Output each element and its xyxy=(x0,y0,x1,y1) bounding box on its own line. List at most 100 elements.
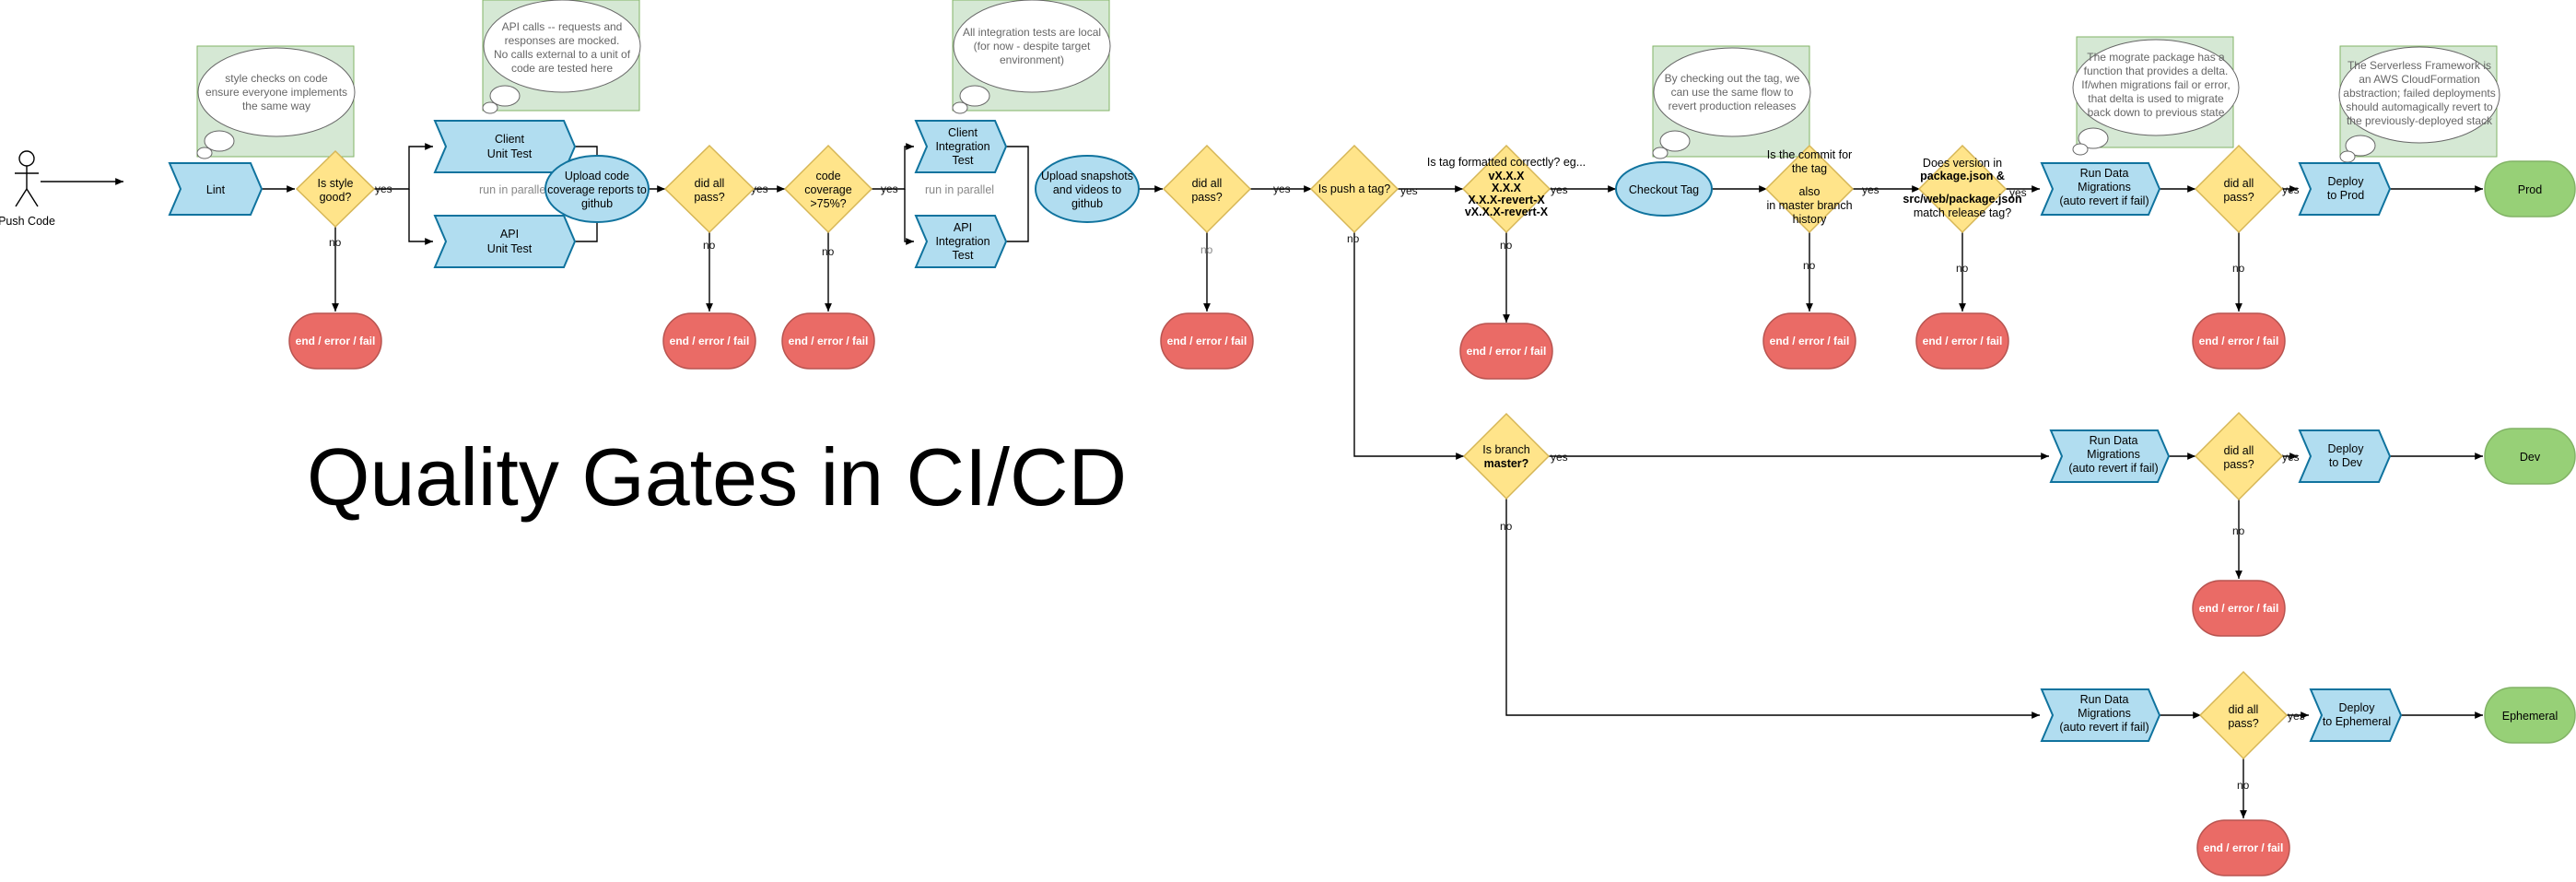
decision-label: also xyxy=(1799,185,1821,198)
api-unit-test-step: API Unit Test xyxy=(433,215,577,268)
push-code-label: Push Code xyxy=(0,215,55,228)
note-text: All integration tests are local xyxy=(963,26,1101,39)
edge-label-yes: yes xyxy=(2288,710,2305,723)
pass-check-decision-dev: did all pass? xyxy=(2194,411,2284,501)
style-check-decision: Is style good? xyxy=(295,149,376,229)
edge-label-no: no xyxy=(1200,243,1213,256)
decision-label: in master branch xyxy=(1766,199,1852,212)
decision-label: master? xyxy=(1484,457,1529,470)
deploy-prod-label: Deploy xyxy=(2328,175,2365,188)
note-text: style checks on code xyxy=(225,72,328,85)
edge-coverage-clientint xyxy=(870,143,914,190)
decision-label: pass? xyxy=(694,191,724,204)
edge-label-no: no xyxy=(703,239,716,252)
end-label: end / error / fail xyxy=(296,335,376,347)
edges xyxy=(41,143,2483,818)
note-text: the previously-deployed stack xyxy=(2347,114,2493,127)
edge-label-yes: yes xyxy=(375,182,392,195)
run-migrations-ephemeral-step: Run Data Migrations (auto revert if fail… xyxy=(2040,688,2161,742)
end-error-fail-terminal: end / error / fail xyxy=(781,312,875,370)
decision-label: did all xyxy=(2224,177,2254,190)
note-text: ensure everyone implements xyxy=(205,86,347,99)
decision-label: history xyxy=(1793,213,1828,226)
note-migrate-delta: The mograte package has a function that … xyxy=(2072,36,2240,156)
end-label: end / error / fail xyxy=(2199,335,2279,347)
note-text: back down to previous state xyxy=(2088,106,2225,119)
end-error-fail-terminal: end / error / fail xyxy=(2196,819,2290,876)
note-text: abstraction; failed deployments xyxy=(2343,87,2495,100)
api-unit-label: Unit Test xyxy=(487,242,533,255)
edge-labels: yes no yes no yes no yes no yes no yes n… xyxy=(329,182,2305,792)
edge-style-apiunit xyxy=(408,189,433,245)
end-error-fail-terminal: end / error / fail xyxy=(2192,312,2286,370)
checkout-tag-step: Checkout Tag xyxy=(1615,161,1713,217)
end-error-fail-terminal: end / error / fail xyxy=(1762,312,1856,370)
pass-check-decision-ephemeral: did all pass? xyxy=(2198,670,2289,760)
note-text: code are tested here xyxy=(511,62,613,75)
push-code-actor xyxy=(15,150,39,207)
note-text: The mograte package has a xyxy=(2087,51,2225,64)
end-label: end / error / fail xyxy=(2199,602,2279,615)
tag-format-decision: Is tag formatted correctly? eg... vX.X.X… xyxy=(1427,144,1586,234)
decision-label: >75%? xyxy=(810,197,846,210)
lint-label: Lint xyxy=(206,183,226,196)
migrations-label: Run Data xyxy=(2080,167,2129,180)
edge-label-no: no xyxy=(1803,259,1816,272)
edge-label-no: no xyxy=(1500,520,1513,533)
note-mocked-calls: API calls -- requests and responses are … xyxy=(482,0,641,114)
end-error-fail-terminal: end / error / fail xyxy=(1915,312,2009,370)
edge-style-clientunit xyxy=(374,143,433,190)
deploy-dev-step: Deploy to Dev xyxy=(2298,429,2392,483)
api-integration-label: API xyxy=(954,221,972,234)
dev-label: Dev xyxy=(2520,451,2541,464)
deploy-ephemeral-label: Deploy xyxy=(2339,701,2376,714)
version-match-decision: Does version in package.json & src/web/p… xyxy=(1903,144,2022,234)
decision-label: Is push a tag? xyxy=(1318,182,1391,195)
edge-label-no: no xyxy=(2237,779,2250,792)
end-label: end / error / fail xyxy=(1770,335,1850,347)
deploy-prod-step: Deploy to Prod xyxy=(2298,162,2392,216)
client-integration-label: Integration xyxy=(935,140,989,153)
edge-label-yes: yes xyxy=(751,182,768,195)
deploy-prod-label: to Prod xyxy=(2327,189,2364,202)
edge-label-no: no xyxy=(329,236,342,249)
upload-coverage-step: Upload code coverage reports to github xyxy=(544,155,650,223)
run-migrations-dev-step: Run Data Migrations (auto revert if fail… xyxy=(2049,429,2171,483)
upload-coverage-label: github xyxy=(581,197,613,210)
parallel-note: run in parallel xyxy=(479,183,548,196)
lint-step: Lint xyxy=(168,162,263,216)
decision-label: vX.X.X xyxy=(1489,170,1526,182)
edge-coverage-apiint xyxy=(904,189,914,245)
diagram-title: Quality Gates in CI/CD xyxy=(307,431,1127,523)
pass-check-decision-prod: did all pass? xyxy=(2194,144,2284,234)
note-integration-local: All integration tests are local (for now… xyxy=(952,0,1111,114)
decision-label: Is style xyxy=(318,177,354,190)
note-text: should automagically revert to xyxy=(2346,100,2493,113)
migrations-label: Run Data xyxy=(2090,434,2138,447)
decision-label: did all xyxy=(695,177,725,190)
edge-label-yes: yes xyxy=(881,182,898,195)
decision-label: code xyxy=(815,170,840,182)
decision-label: coverage xyxy=(804,183,851,196)
decision-label: Is the commit for xyxy=(1767,148,1852,161)
decision-label: did all xyxy=(2224,444,2254,457)
decision-label: src/web/package.json xyxy=(1903,193,2021,206)
note-text: function that provides a delta. xyxy=(2084,65,2229,77)
decision-label: Does version in xyxy=(1923,157,2002,170)
note-text: revert production releases xyxy=(1669,100,1797,112)
client-unit-test-step: Client Unit Test xyxy=(433,120,577,173)
migrations-label: Migrations xyxy=(2087,448,2140,461)
decision-label: Is tag formatted correctly? eg... xyxy=(1427,156,1586,169)
upload-coverage-label: Upload code xyxy=(565,170,629,182)
decision-label: good? xyxy=(320,191,352,204)
client-integration-label: Test xyxy=(953,154,974,167)
edge-label-yes: yes xyxy=(1862,183,1879,196)
decision-label: pass? xyxy=(2223,191,2254,204)
edge-label-yes: yes xyxy=(2282,183,2300,196)
note-text: No calls external to a unit of xyxy=(494,48,631,61)
migrations-label: (auto revert if fail) xyxy=(2059,194,2149,207)
deploy-dev-label: Deploy xyxy=(2328,442,2365,455)
migrations-label: (auto revert if fail) xyxy=(2059,721,2149,734)
decision-label: vX.X.X-revert-X xyxy=(1465,206,1549,218)
